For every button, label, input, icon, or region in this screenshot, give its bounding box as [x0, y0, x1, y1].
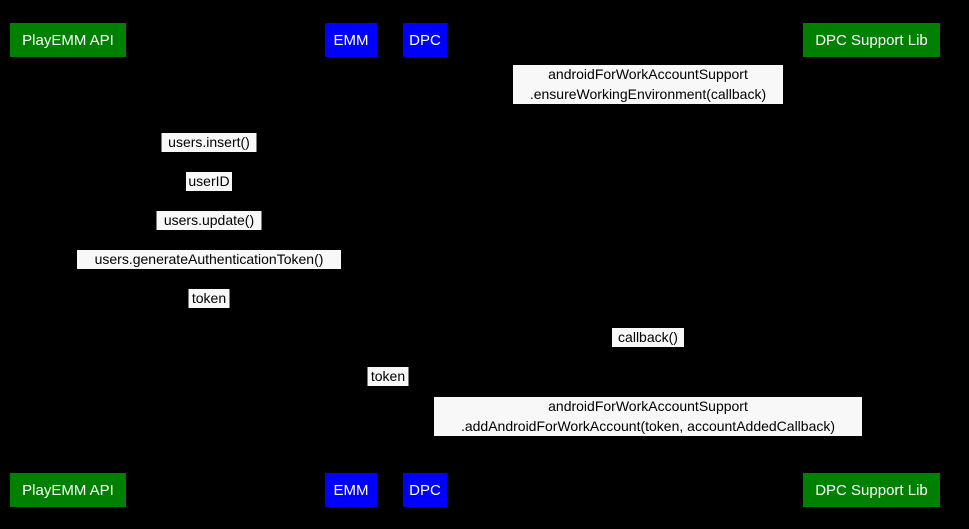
arrow-ensure-working-environment: [425, 104, 871, 105]
message-line-1: users.generateAuthenticationToken(): [94, 251, 324, 267]
lifeline-emm: [351, 56, 352, 473]
participant-emm-top[interactable]: EMM: [325, 23, 377, 57]
participant-emm-bottom[interactable]: EMM: [325, 473, 377, 507]
arrow-callback: [425, 347, 871, 348]
message-label-token-to-dpc: token: [367, 367, 409, 386]
participant-label: DPC Support Lib: [815, 481, 928, 499]
message-line-1: callback(): [618, 329, 678, 345]
message-line-1: userID: [188, 173, 230, 189]
arrow-users-update: [68, 230, 351, 231]
arrow-token-to-dpc: [351, 386, 425, 387]
participant-label: DPC Support Lib: [815, 31, 928, 49]
participant-label: EMM: [333, 31, 369, 49]
message-line-2: .ensureWorkingEnvironment(callback): [529, 85, 767, 102]
participant-label: EMM: [333, 481, 369, 499]
message-line-1: users.insert(): [168, 134, 250, 150]
message-label-users-insert: users.insert(): [161, 133, 257, 152]
participant-dpc-support-lib-bottom[interactable]: DPC Support Lib: [803, 473, 940, 507]
message-line-1: users.update(): [163, 212, 255, 228]
arrow-users-insert: [68, 152, 351, 153]
message-label-token-to-emm: token: [188, 289, 230, 308]
participant-playemm-api-top[interactable]: PlayEMM API: [10, 23, 126, 57]
participant-dpc-support-lib-top[interactable]: DPC Support Lib: [803, 23, 940, 57]
message-line-1: token: [370, 368, 406, 384]
arrow-add-android-for-work-account: [425, 437, 871, 438]
message-label-add-android-for-work-account: androidForWorkAccountSupport .addAndroid…: [434, 397, 862, 436]
arrow-token-to-emm: [68, 308, 351, 309]
arrow-users-generate-authentication-token: [68, 269, 351, 270]
message-line-1: token: [191, 290, 227, 306]
message-label-ensure-working-environment: androidForWorkAccountSupport .ensureWork…: [513, 65, 783, 104]
participant-label: DPC: [409, 31, 441, 49]
message-label-users-generate-authentication-token: users.generateAuthenticationToken(): [77, 250, 341, 269]
message-line-1: androidForWorkAccountSupport: [548, 398, 748, 414]
message-label-user-id: userID: [186, 172, 232, 191]
participant-dpc-top[interactable]: DPC: [403, 23, 447, 57]
message-label-callback: callback(): [612, 328, 684, 347]
participant-dpc-bottom[interactable]: DPC: [403, 473, 447, 507]
lifeline-dpc: [425, 56, 426, 473]
message-line-1: androidForWorkAccountSupport: [548, 66, 748, 82]
lifeline-playemm-api: [68, 56, 69, 473]
participant-label: PlayEMM API: [22, 481, 114, 499]
participant-playemm-api-bottom[interactable]: PlayEMM API: [10, 473, 126, 507]
participant-label: PlayEMM API: [22, 31, 114, 49]
participant-label: DPC: [409, 481, 441, 499]
arrow-user-id: [68, 191, 351, 192]
message-label-users-update: users.update(): [156, 211, 262, 230]
message-line-2: .addAndroidForWorkAccount(token, account…: [460, 417, 836, 434]
lifeline-dpc-support-lib: [871, 56, 872, 473]
